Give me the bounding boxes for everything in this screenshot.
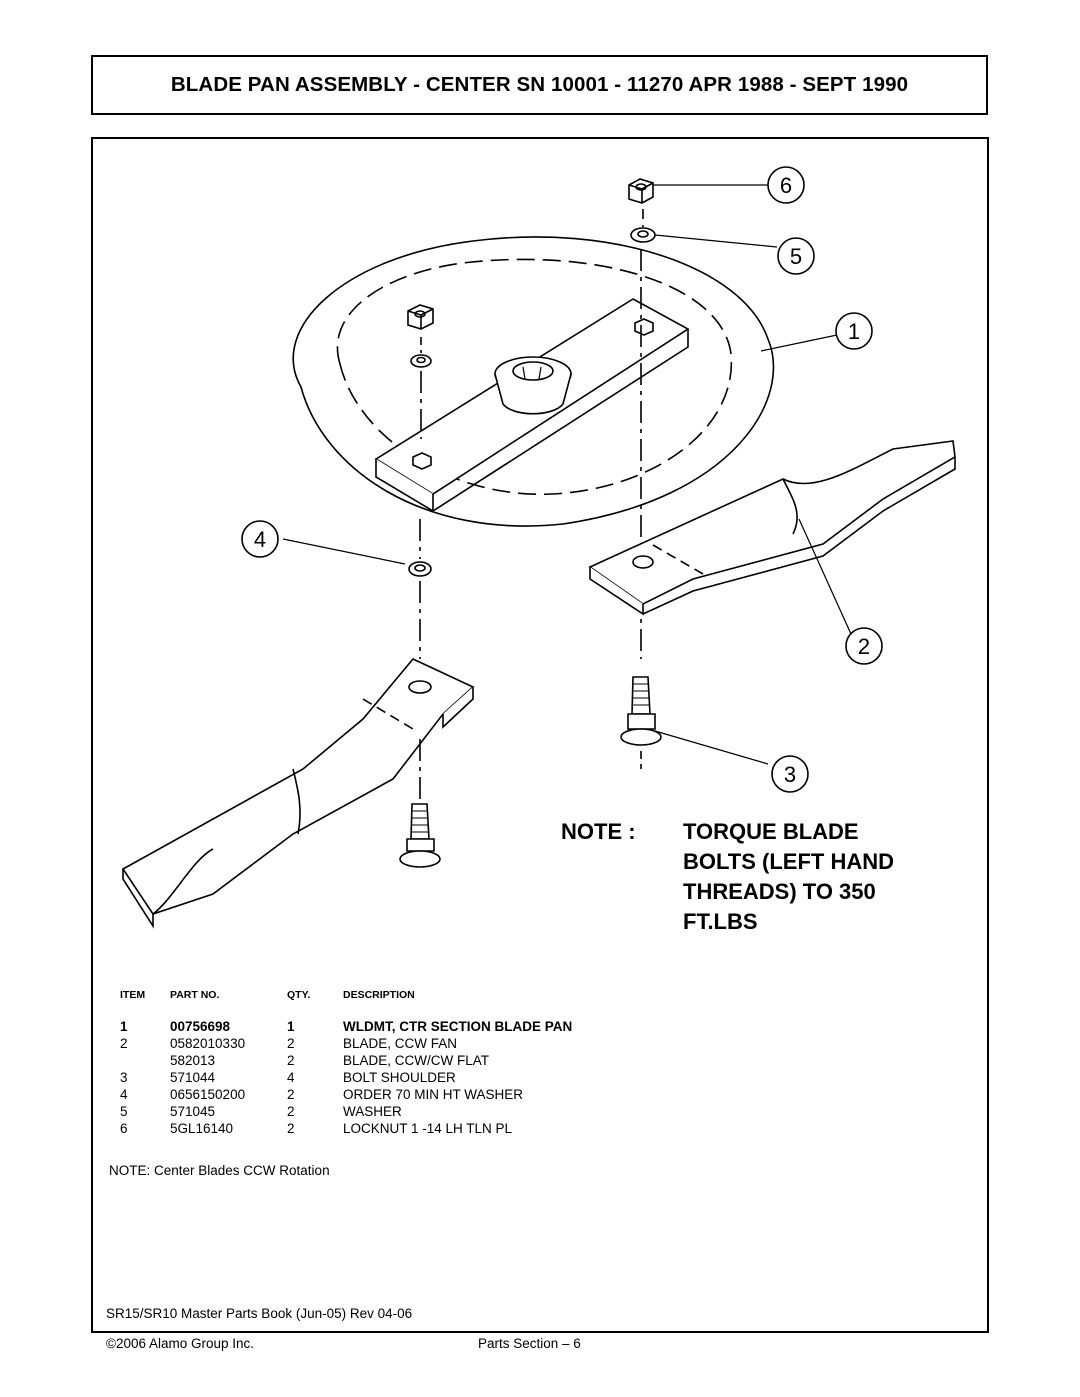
table-row: 582013 2 BLADE, CCW/CW FLAT	[109, 1052, 643, 1069]
row-qty: 2	[287, 1087, 295, 1102]
row-part-no: 571044	[170, 1070, 216, 1085]
washer-top	[630, 227, 656, 243]
header-part-no: PART NO.	[170, 988, 220, 1001]
row-qty: 2	[287, 1053, 295, 1068]
row-part-no: 0656150200	[170, 1087, 246, 1102]
row-item: 6	[120, 1121, 128, 1136]
header-description: DESCRIPTION	[343, 988, 415, 1001]
torque-note-label: NOTE :	[561, 819, 636, 844]
row-item: 2	[120, 1036, 128, 1051]
locknut-top	[628, 178, 654, 204]
main-content-box: 6 5 1 4 2 3 NOTE : TORQUE BLADE BOLTS (L…	[91, 137, 989, 1333]
callout-2-label: 2	[858, 634, 870, 659]
row-qty: 2	[287, 1036, 295, 1051]
torque-note-line-2: BOLTS (LEFT HAND	[683, 849, 894, 874]
row-qty: 1	[287, 1019, 295, 1034]
rotation-note: NOTE: Center Blades CCW Rotation	[109, 1163, 330, 1178]
row-part-no: 0582010330	[170, 1036, 246, 1051]
bolt-shoulder-left	[399, 803, 441, 868]
table-row: 3 571044 4 BOLT SHOULDER	[109, 1069, 643, 1086]
callout-6-label: 6	[780, 173, 792, 198]
parts-table: ITEM PART NO. QTY. DESCRIPTION 1 0075669…	[109, 984, 643, 1137]
page-title: BLADE PAN ASSEMBLY - CENTER SN 10001 - 1…	[170, 73, 909, 96]
blade-pan-assembly-diagram: 6 5 1 4 2 3 NOTE : TORQUE BLADE BOLTS (L…	[121, 166, 956, 934]
torque-note-line-3: THREADS) TO 350	[683, 879, 876, 904]
footer-book-title: SR15/SR10 Master Parts Book (Jun-05) Rev…	[106, 1306, 413, 1321]
callout-4	[241, 520, 279, 558]
row-part-no: 5GL16140	[170, 1121, 234, 1136]
row-item	[109, 1052, 170, 1069]
title-box: BLADE PAN ASSEMBLY - CENTER SN 10001 - 1…	[91, 55, 988, 115]
callout-5-label: 5	[790, 244, 802, 269]
torque-note-line-1: TORQUE BLADE	[683, 819, 859, 844]
footer-page-section: Parts Section – 6	[478, 1336, 581, 1351]
washer-order-70	[408, 561, 432, 577]
row-description: BOLT SHOULDER	[343, 1070, 456, 1085]
callout-1-label: 1	[848, 319, 860, 344]
row-qty: 2	[287, 1121, 295, 1136]
row-item: 1	[120, 1019, 128, 1034]
table-row: 4 0656150200 2 ORDER 70 MIN HT WASHER	[109, 1086, 643, 1103]
callout-2	[845, 627, 883, 665]
table-row: 2 0582010330 2 BLADE, CCW FAN	[109, 1035, 643, 1052]
callout-3-label: 3	[784, 762, 796, 787]
callout-4-label: 4	[254, 527, 266, 552]
footer-copyright: ©2006 Alamo Group Inc.	[106, 1336, 255, 1351]
row-description: BLADE, CCW FAN	[343, 1036, 458, 1051]
table-row: 1 00756698 1 WLDMT, CTR SECTION BLADE PA…	[109, 1018, 643, 1035]
callout-6	[767, 166, 805, 204]
row-description: LOCKNUT 1 -14 LH TLN PL	[343, 1121, 513, 1136]
header-item: ITEM	[120, 988, 146, 1001]
row-part-no: 571045	[170, 1104, 216, 1119]
callout-5	[777, 237, 815, 275]
row-item: 3	[120, 1070, 128, 1085]
row-part-no: 582013	[170, 1053, 216, 1068]
row-description: WLDMT, CTR SECTION BLADE PAN	[343, 1019, 573, 1034]
row-item: 4	[120, 1087, 128, 1102]
row-part-no: 00756698	[170, 1019, 231, 1034]
callout-3	[771, 755, 809, 793]
row-description: ORDER 70 MIN HT WASHER	[343, 1087, 524, 1102]
callout-1	[835, 312, 873, 350]
torque-note-line-4: FT.LBS	[683, 909, 758, 934]
table-row: 6 5GL16140 2 LOCKNUT 1 -14 LH TLN PL	[109, 1120, 643, 1137]
table-row: 5 571045 2 WASHER	[109, 1103, 643, 1120]
blade-ccw-fan	[588, 440, 956, 605]
row-description: WASHER	[343, 1104, 402, 1119]
parts-table-header: ITEM PART NO. QTY. DESCRIPTION	[109, 984, 643, 1006]
header-qty: QTY.	[287, 988, 311, 1001]
row-qty: 4	[287, 1070, 295, 1085]
row-item: 5	[120, 1104, 128, 1119]
row-qty: 2	[287, 1104, 295, 1119]
row-description: BLADE, CCW/CW FLAT	[343, 1053, 490, 1068]
bolt-shoulder-right	[620, 676, 662, 746]
washer-left	[410, 354, 432, 368]
torque-note: NOTE : TORQUE BLADE BOLTS (LEFT HAND THR…	[561, 819, 894, 934]
